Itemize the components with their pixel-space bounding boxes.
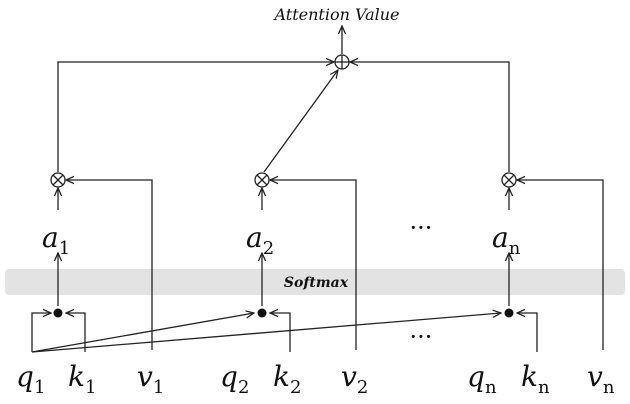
input-label-k2: k2 xyxy=(273,360,301,398)
dot-product-node-2 xyxy=(257,308,267,318)
softmax-band xyxy=(5,269,625,295)
ellipsis-upper: ··· xyxy=(410,214,433,242)
dot-product-node-n xyxy=(504,308,514,318)
input-label-k1: k1 xyxy=(68,360,96,398)
input-label-q2: q2 xyxy=(220,360,249,398)
input-label-v2: v2 xyxy=(341,360,368,398)
edge-mul2-to-sum xyxy=(263,70,338,173)
input-label-qn: qn xyxy=(467,360,497,398)
input-label-kn: kn xyxy=(521,360,550,398)
edge-mul1-to-sum xyxy=(57,62,334,172)
edge-muln-to-sum xyxy=(350,62,510,172)
multiply-node-1 xyxy=(50,172,66,188)
edge-k2-to-dot2 xyxy=(270,313,291,352)
weight-label-an: an xyxy=(492,221,521,259)
dot-product-node-1 xyxy=(53,308,63,318)
edge-v2-to-mul2 xyxy=(270,180,357,350)
edge-q1-to-dot1 xyxy=(31,313,51,352)
edge-v1-to-mul1 xyxy=(66,180,153,350)
edge-q1-to-dotn xyxy=(31,313,501,353)
weight-label-a1: a1 xyxy=(42,221,70,259)
edge-q1-to-dot2 xyxy=(31,313,254,353)
multiply-node-2 xyxy=(254,172,270,188)
multiply-node-n xyxy=(501,172,517,188)
weight-label-a2: a2 xyxy=(246,221,274,259)
edge-k1-to-dot1 xyxy=(66,313,86,352)
sum-node xyxy=(334,54,350,70)
softmax-label: Softmax xyxy=(284,275,349,291)
input-label-vn: vn xyxy=(587,360,615,398)
attention-value-title: Attention Value xyxy=(273,5,400,24)
ellipsis-lower: ··· xyxy=(410,323,433,351)
edge-vn-to-muln xyxy=(517,180,604,350)
input-label-v1: v1 xyxy=(137,360,164,398)
edge-kn-to-dotn xyxy=(517,313,538,352)
input-label-q1: q1 xyxy=(16,360,45,398)
